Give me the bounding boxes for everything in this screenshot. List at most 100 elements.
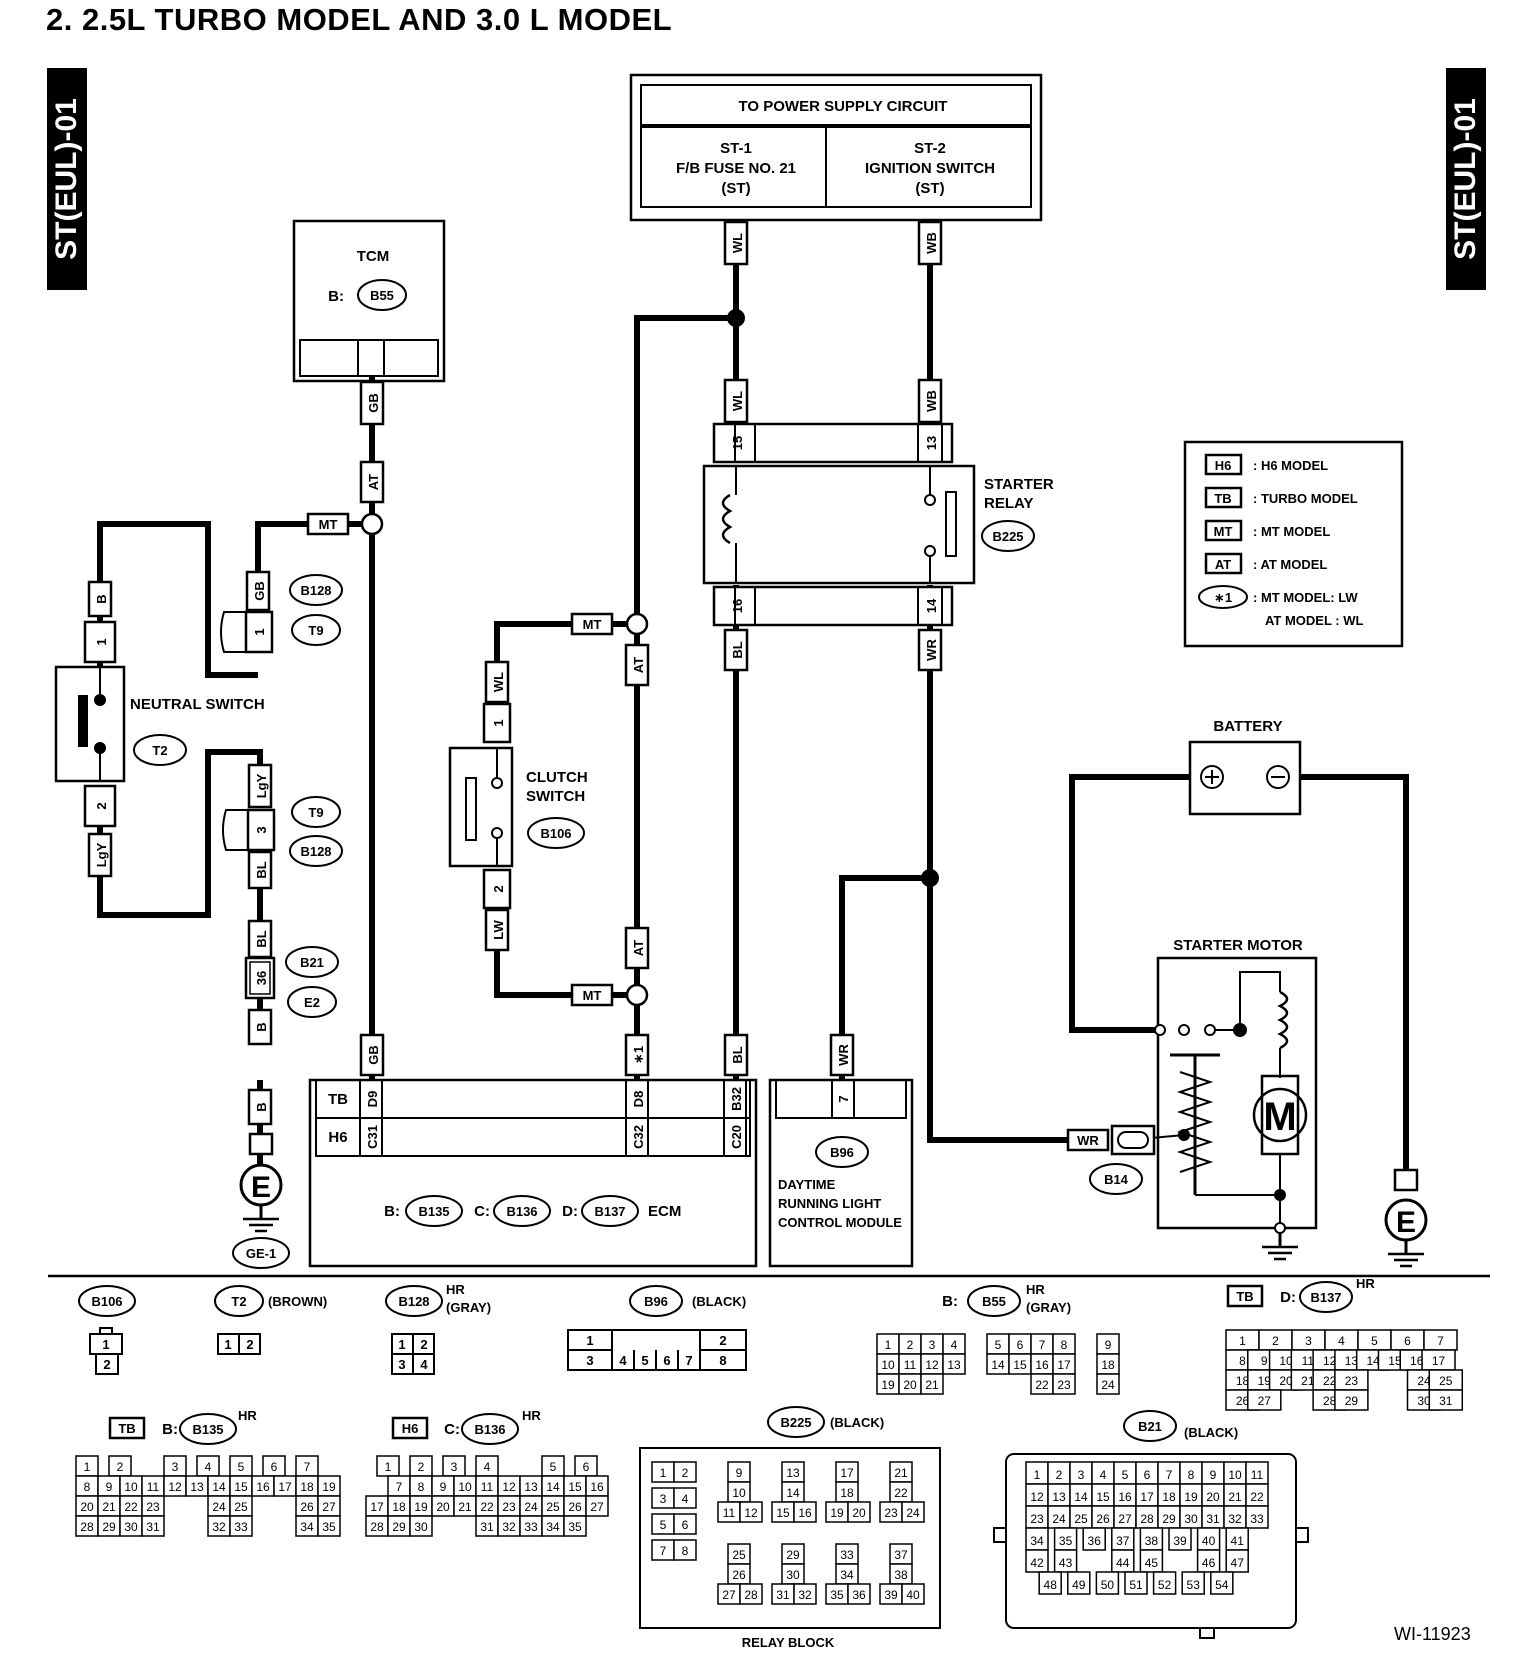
- view-b21-pin: 38: [1145, 1534, 1159, 1548]
- power-supply-title: TO POWER SUPPLY CIRCUIT: [739, 98, 948, 115]
- view-b21-pin: 31: [1206, 1512, 1220, 1526]
- view-b55-cell: [942, 1353, 966, 1375]
- view-b137-pin: 13: [1345, 1354, 1359, 1368]
- view-b225-pin: 11: [723, 1506, 736, 1520]
- ecm-pin-b32: B32: [729, 1087, 744, 1111]
- legend-text-star1: : MT MODEL: LW: [1253, 590, 1358, 605]
- tag-gb-ecm: GB: [366, 1045, 381, 1065]
- side-tab-left: ST(EUL)-01: [47, 68, 87, 290]
- view-b55-name: B55: [982, 1294, 1006, 1309]
- view-b136-pin: 7: [396, 1480, 403, 1494]
- battery-ground: E: [1384, 1168, 1428, 1268]
- drl-pin-7: 7: [836, 1095, 851, 1102]
- view-b225-pin: 2: [682, 1466, 689, 1480]
- view-b137-pin: 23: [1345, 1374, 1359, 1388]
- e2-label: E2: [304, 995, 320, 1010]
- view-b137-pin: 1: [1239, 1334, 1246, 1348]
- view-b225-pin: 8: [682, 1544, 689, 1558]
- tag-b-ground: B: [254, 1102, 269, 1111]
- view-b21-pin: 53: [1187, 1578, 1201, 1592]
- view-b21-pin: 26: [1096, 1512, 1110, 1526]
- view-b21-pin: 5: [1122, 1468, 1129, 1482]
- view-b135-pin: 14: [212, 1480, 226, 1494]
- view-b136-pin: 31: [480, 1520, 494, 1534]
- view-b21-pin: 44: [1116, 1556, 1130, 1570]
- view-b137-pin: 4: [1338, 1334, 1345, 1348]
- view-b21-cell: [1053, 1549, 1078, 1573]
- view-b136-pin: 16: [590, 1480, 604, 1494]
- view-b136-pin: 14: [546, 1480, 560, 1494]
- view-b136-pin: 8: [418, 1480, 425, 1494]
- view-b21-cell: [1082, 1527, 1106, 1551]
- view-b21-cell: [1210, 1571, 1234, 1595]
- view-b137-pin: 14: [1367, 1354, 1381, 1368]
- view-b21-pin: 22: [1250, 1490, 1264, 1504]
- view-b225-cell: [673, 1487, 697, 1509]
- ecm-pin-d9: D9: [365, 1091, 380, 1108]
- view-b136-pin: 28: [370, 1520, 384, 1534]
- tag-wr-relay: WR: [924, 639, 939, 661]
- view-b137-pin: 24: [1417, 1374, 1431, 1388]
- clutch-switch-label-1: CLUTCH: [526, 769, 588, 786]
- view-b135-pin: 17: [278, 1480, 292, 1494]
- legend-text-star1-2: AT MODEL : WL: [1265, 613, 1364, 628]
- view-b21-cell: [1067, 1571, 1091, 1595]
- view-b21-pin: 8: [1188, 1468, 1195, 1482]
- view-b55-pin: 24: [1101, 1378, 1115, 1392]
- view-b137-pin: 12: [1323, 1354, 1337, 1368]
- page-title: 2. 2.5L TURBO MODEL AND 3.0 L MODEL: [46, 2, 673, 37]
- view-b21-pin: 27: [1118, 1512, 1132, 1526]
- tag-bl-t9: BL: [254, 861, 269, 878]
- view-b21-pin: 21: [1228, 1490, 1242, 1504]
- view-b21-cell: [1124, 1571, 1148, 1595]
- view-b106-pin1: 1: [102, 1337, 109, 1352]
- view-b21-pin: 29: [1162, 1512, 1176, 1526]
- view-b225-pin: 27: [722, 1588, 736, 1602]
- view-b21-pin: 20: [1206, 1490, 1220, 1504]
- view-b55-tag: HR: [1026, 1282, 1045, 1297]
- drl-module: 7 B96 DAYTIME RUNNING LIGHT CONTROL MODU…: [768, 1078, 914, 1268]
- view-b55-cell: [1052, 1373, 1076, 1395]
- view-b137-pin: 16: [1410, 1354, 1424, 1368]
- view-b21-pin: 32: [1228, 1512, 1242, 1526]
- tag-mt-clutch-bottom: MT: [583, 988, 602, 1003]
- view-b225-pin: 10: [732, 1486, 746, 1500]
- view-b137-pin: 17: [1432, 1354, 1446, 1368]
- view-b137-pin: 26: [1236, 1394, 1250, 1408]
- b128-bottom-label: B128: [300, 844, 331, 859]
- view-b225-pin: 39: [884, 1588, 898, 1602]
- ecm-prefix-d: D:: [562, 1203, 578, 1220]
- view-b135-model: TB: [118, 1421, 135, 1436]
- view-b55-pin: 16: [1035, 1358, 1049, 1372]
- view-b225-cell: [673, 1461, 697, 1483]
- b21-label: B21: [300, 955, 324, 970]
- view-b137-cell: [1247, 1389, 1282, 1411]
- view-b225-cell: [901, 1501, 925, 1523]
- connector-b14: B14: [1089, 1124, 1156, 1195]
- view-b21-pin: 30: [1184, 1512, 1198, 1526]
- clutch-connector-b106: B106: [540, 826, 571, 841]
- view-b136-model: H6: [402, 1421, 419, 1436]
- view-b128: B128 HR (GRAY) 1 2 3 4: [385, 1282, 491, 1375]
- view-b225-pin: 36: [852, 1588, 866, 1602]
- view-b137-model: TB: [1236, 1289, 1253, 1304]
- starter-relay-label-1: STARTER: [984, 476, 1054, 493]
- tag-at-top: AT: [631, 657, 646, 673]
- tag-b-b21: B: [254, 1022, 269, 1031]
- view-b21-pin: 18: [1162, 1490, 1176, 1504]
- view-b21-pin: 9: [1210, 1468, 1217, 1482]
- connector-b128-t9-top: 1 B128 T9: [220, 574, 343, 654]
- view-b106-name: B106: [91, 1294, 122, 1309]
- view-b55-pin: 23: [1057, 1378, 1071, 1392]
- view-b21-pin: 33: [1250, 1512, 1264, 1526]
- starter-motor-label: STARTER MOTOR: [1173, 937, 1303, 954]
- view-b135-pin: 32: [212, 1520, 226, 1534]
- b128-top-pin-1: 1: [252, 628, 267, 635]
- view-b225-pin: 13: [786, 1466, 800, 1480]
- clutch-pin-1: 1: [491, 719, 506, 726]
- view-b135-pin: 25: [234, 1500, 248, 1514]
- view-b135-pin: 5: [238, 1460, 245, 1474]
- view-b135-pin: 3: [172, 1460, 179, 1474]
